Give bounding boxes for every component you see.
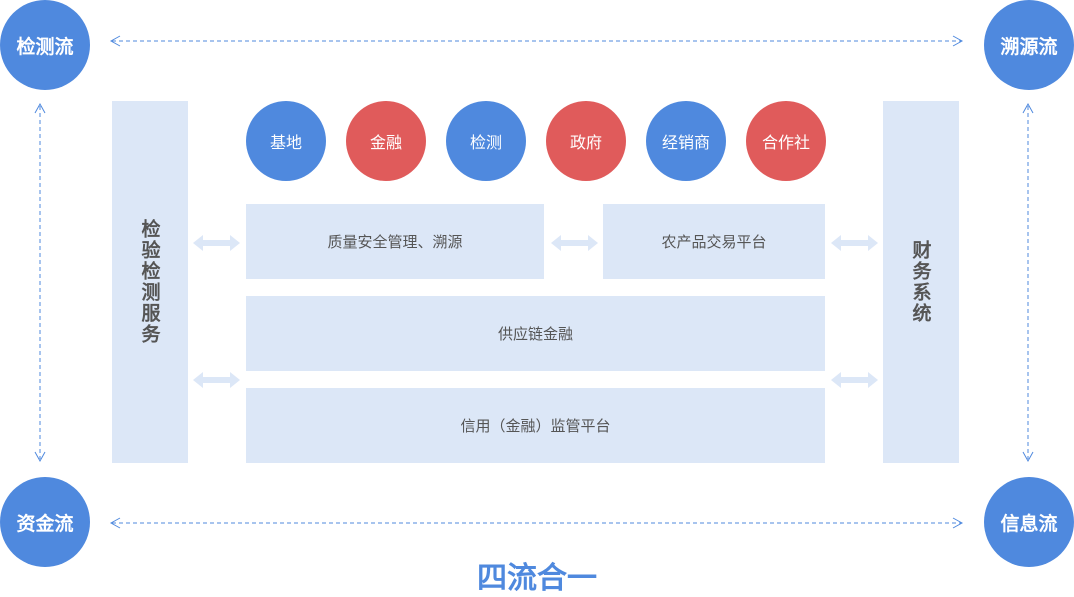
- finance-system-column: 财务系统: [883, 101, 959, 463]
- inspection-service-column: 检验检测服务: [112, 101, 188, 463]
- participant-base: 基地: [246, 101, 326, 181]
- participant-government: 政府: [546, 101, 626, 181]
- flow-inspection: 检测流: [0, 0, 90, 90]
- flow-capital: 资金流: [0, 477, 90, 567]
- participant-distributor: 经销商: [646, 101, 726, 181]
- module-quality: 质量安全管理、溯源: [246, 204, 544, 279]
- module-supervision: 信用（金融）监管平台: [246, 388, 825, 463]
- flow-information: 信息流: [984, 477, 1074, 567]
- flow-traceability: 溯源流: [984, 0, 1074, 90]
- diagram-title: 四流合一: [477, 561, 597, 596]
- participant-finance: 金融: [346, 101, 426, 181]
- module-trading: 农产品交易平台: [603, 204, 825, 279]
- module-supply-finance: 供应链金融: [246, 296, 825, 371]
- participant-cooperative: 合作社: [746, 101, 826, 181]
- participant-inspection: 检测: [446, 101, 526, 181]
- double-arrows: [193, 235, 878, 388]
